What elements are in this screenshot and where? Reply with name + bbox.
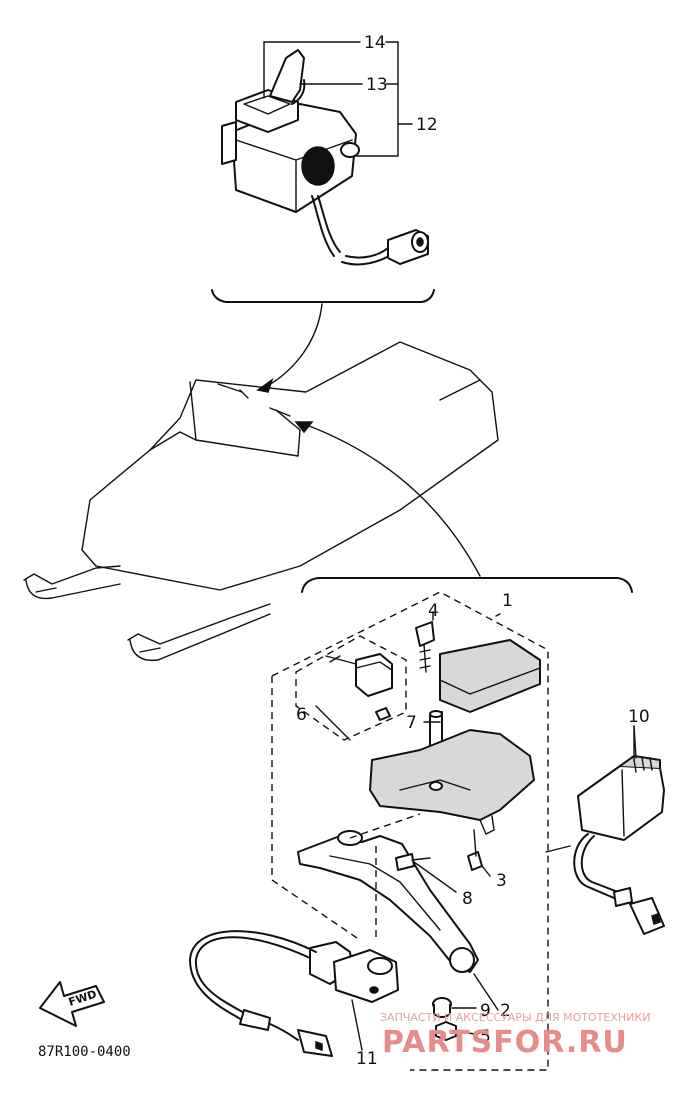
forward-direction-arrow: FWD	[39, 981, 105, 1027]
thumb-housing-assembly	[221, 49, 429, 266]
brake-lever-group-outline	[271, 591, 549, 1071]
top-group-bracket	[211, 289, 435, 303]
callout-9: 9	[480, 1001, 491, 1021]
watermark-brand: PARTSFOR.RU	[382, 1025, 628, 1060]
callout-12: 12	[416, 115, 438, 135]
callout-13: 13	[366, 75, 388, 95]
diagram-code: 87R100-0400	[38, 1044, 131, 1060]
callout-10: 10	[628, 707, 650, 727]
callout-numbers: 14 13 12 1 4 6 7 10 3 8 9 2 5 11	[296, 33, 650, 1069]
arrow-to-mount	[263, 303, 323, 389]
callout-4: 4	[428, 601, 439, 621]
callout-8: 8	[462, 889, 473, 909]
lever-parts	[189, 621, 665, 1057]
callout-1: 1	[502, 591, 513, 611]
callout-3: 3	[496, 871, 507, 891]
watermark: ЗАПЧАСТИ И АКСЕССУАРЫ ДЛЯ МОТОТЕХНИКИ PA…	[380, 1011, 650, 1060]
callout-14: 14	[364, 33, 386, 53]
watermark-tagline: ЗАПЧАСТИ И АКСЕССУАРЫ ДЛЯ МОТОТЕХНИКИ	[380, 1011, 650, 1024]
callout-2: 2	[500, 1001, 511, 1021]
lower-group-bracket	[301, 577, 633, 593]
arrow-to-handlebar	[303, 423, 481, 577]
callout-5: 5	[480, 1027, 491, 1047]
lower-callout-leaders	[315, 611, 635, 1051]
callout-11: 11	[356, 1049, 378, 1069]
snowmobile-outline	[23, 341, 499, 662]
callout-6: 6	[296, 705, 307, 725]
top-callout-leaders	[263, 41, 413, 157]
callout-7: 7	[406, 713, 417, 733]
